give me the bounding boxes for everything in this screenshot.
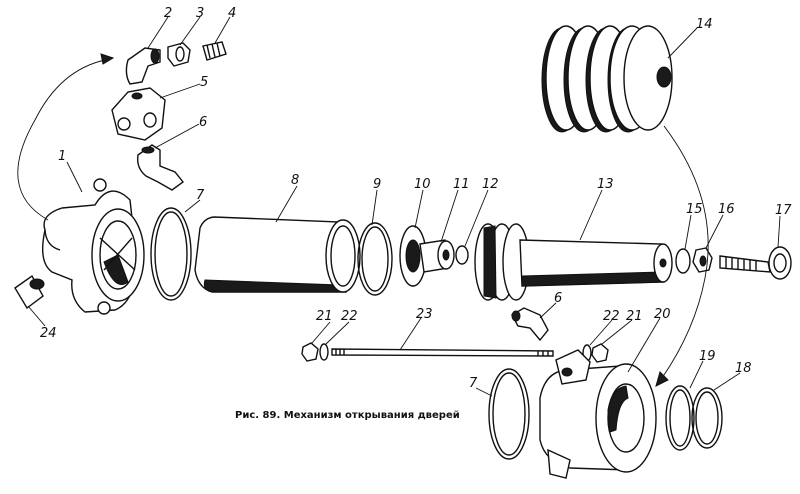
callout-3: 3 [196, 6, 204, 21]
leader-lines [27, 16, 781, 397]
arrow-to-end-cap [661, 125, 709, 379]
callout-12: 12 [482, 177, 499, 192]
part-2-elbow [125, 47, 161, 85]
callout-18: 18 [735, 361, 752, 376]
part-19-ring [665, 385, 695, 451]
part-15-washer [675, 248, 691, 274]
part-13-piston [474, 223, 673, 301]
callout-5: 5 [200, 75, 208, 90]
callout-4: 4 [228, 6, 236, 21]
part-12-small-ring [455, 245, 469, 265]
part-11-rod-end [419, 239, 455, 273]
part-7-oring-left [150, 207, 192, 301]
callout-24: 24 [40, 326, 57, 341]
callout-6-lower: 6 [554, 291, 562, 306]
part-1-valve-housing [42, 178, 145, 315]
part-24-bushing [14, 274, 45, 310]
arrowhead-bottom [655, 371, 669, 387]
callout-7-right: 7 [469, 376, 478, 391]
callout-20: 20 [654, 307, 671, 322]
part-9-ring [357, 222, 393, 296]
callout-7-left: 7 [196, 188, 205, 203]
part-23-tie-rod [331, 348, 554, 357]
callout-2: 2 [164, 6, 172, 21]
callout-15: 15 [686, 202, 703, 217]
part-6-elbow-upper [136, 144, 185, 191]
callout-21-right: 21 [626, 309, 643, 324]
part-14-bellows [541, 25, 673, 133]
part-21-nut-right [591, 343, 609, 363]
part-18-ring [691, 387, 723, 449]
part-17-eye-bolt [719, 246, 792, 280]
callout-6-upper: 6 [199, 115, 207, 130]
callout-16: 16 [718, 202, 735, 217]
part-4-union [202, 41, 227, 61]
figure-caption: Рис. 89. Механизм открывания дверей [235, 410, 460, 421]
callout-21-left: 21 [316, 309, 333, 324]
callout-17: 17 [775, 203, 792, 218]
callout-19: 19 [699, 349, 716, 364]
part-20-end-cap [539, 349, 657, 479]
callout-numbers: 2 3 4 5 6 1 7 8 9 10 11 12 13 14 15 16 1… [40, 6, 792, 391]
callout-1: 1 [58, 149, 66, 164]
arrowhead-top [100, 53, 115, 65]
part-22-washer-left [319, 343, 329, 361]
part-7-oring-right [488, 368, 530, 460]
callout-23: 23 [416, 307, 433, 322]
callout-14: 14 [696, 17, 713, 32]
callout-22-right: 22 [603, 309, 620, 324]
part-16-nut [692, 247, 713, 273]
part-5-tee-block [111, 87, 166, 141]
callout-10: 10 [414, 177, 431, 192]
callout-13: 13 [597, 177, 614, 192]
arrow-to-fitting [17, 59, 106, 221]
part-21-nut-left [301, 342, 319, 362]
part-6-elbow-lower [511, 307, 549, 342]
callout-9: 9 [373, 177, 381, 192]
callout-22-left: 22 [341, 309, 358, 324]
callout-8: 8 [291, 173, 299, 188]
part-3-nut [167, 42, 191, 67]
callout-11: 11 [453, 177, 470, 192]
part-8-cylinder [194, 216, 361, 293]
